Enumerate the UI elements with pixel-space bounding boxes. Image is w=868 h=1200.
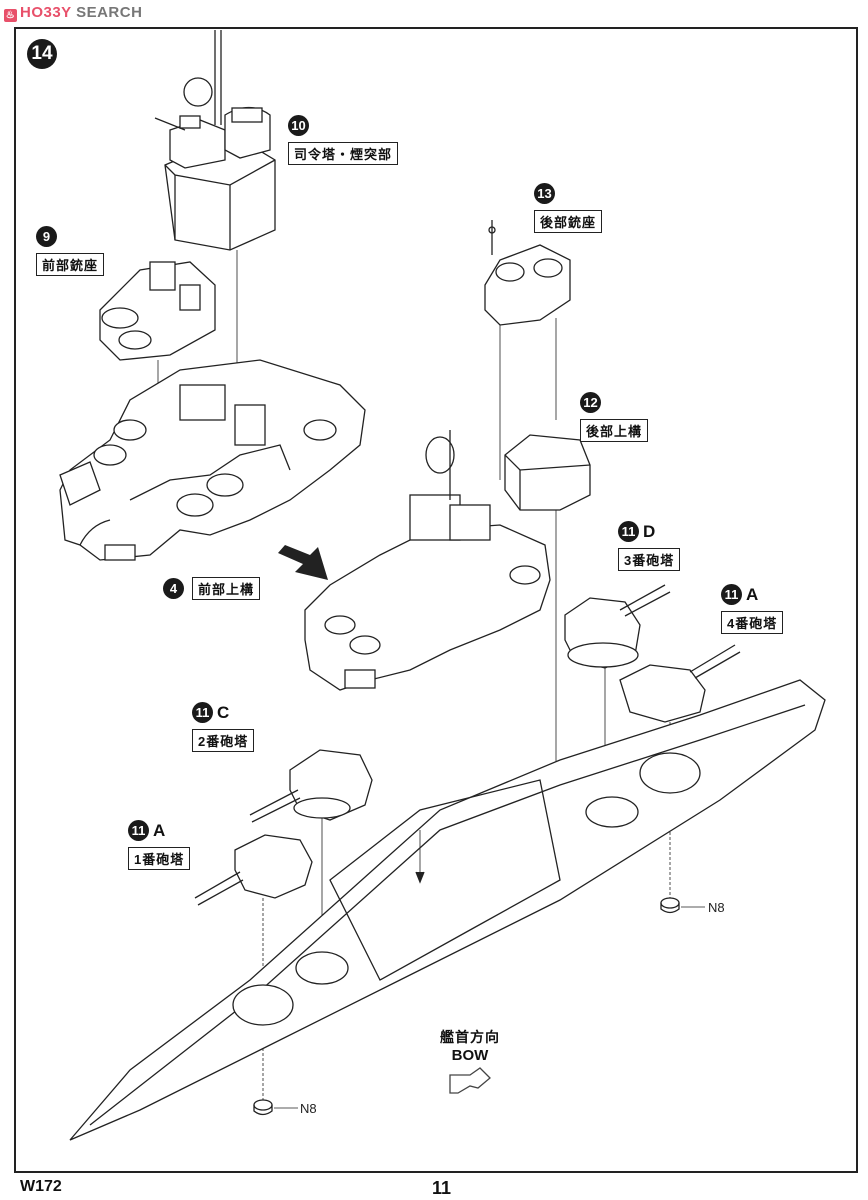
part-variant: A [153,820,166,840]
part-12-rear-superstructure [504,434,591,511]
part-13-rear-gun-mount [484,220,571,326]
part-number-badge: 10 [288,115,309,136]
callout-part-12: 12 後部上構 [580,392,649,442]
part-label: 司令塔・煙突部 [288,142,399,165]
bow-label-en: BOW [451,1047,489,1064]
instruction-frame [14,27,858,1173]
hollow-arrow-down-left-icon [449,1067,491,1094]
step-number-badge: 14 [27,39,57,69]
part-number-badge: 11 [128,820,149,841]
part-number-badge: 12 [580,392,601,413]
kit-code: W172 [20,1178,62,1195]
part-n8-a [660,897,705,914]
turret-3 [564,584,671,669]
part-label: 4番砲塔 [721,611,784,634]
assembly-arrow [278,545,328,580]
part-label: 後部銃座 [534,210,603,233]
callout-part-10: 10 司令塔・煙突部 [288,115,399,165]
bow-direction-label: 艦首方向 BOW [440,1027,500,1064]
part-label: 1番砲塔 [128,847,191,870]
part-variant: D [643,521,656,541]
part-number-badge: 11 [618,521,639,542]
part-variant: A [746,584,759,604]
page-number: 11 [432,1178,452,1198]
flame-logo-icon: ♨ [4,9,17,22]
part-number-badge: 13 [534,183,555,204]
callout-part-9: 9 前部銃座 [36,226,105,276]
part-label: 2番砲塔 [192,729,255,752]
part-variant: C [217,702,230,722]
turret-1 [194,834,313,906]
part-number-badge: 11 [721,584,742,605]
part-code-n8: N8 [708,900,725,915]
part-10-bridge-funnel [154,30,276,251]
turret-2 [249,749,373,823]
part-number-badge: 9 [36,226,57,247]
part-label: 前部銃座 [36,253,105,276]
part-label: 後部上構 [580,419,649,442]
part-n8-b [253,1099,298,1116]
bow-label-jp: 艦首方向 [440,1029,500,1045]
part-label: 3番砲塔 [618,548,681,571]
part-number-badge: 11 [192,702,213,723]
hull [69,679,826,1141]
assembled-superstructure [304,430,551,691]
callout-part-13: 13 後部銃座 [534,183,603,233]
part-code-n8: N8 [300,1101,317,1116]
part-4-forward-superstructure [59,359,366,561]
watermark: ♨HO33Y SEARCH [4,4,143,22]
callout-part-4: 4 前部上構 [163,577,261,600]
part-label: 前部上構 [192,577,261,600]
part-number-badge: 4 [163,578,184,599]
turret-4 [619,644,741,723]
part-9-forward-gun-mount [99,261,216,361]
